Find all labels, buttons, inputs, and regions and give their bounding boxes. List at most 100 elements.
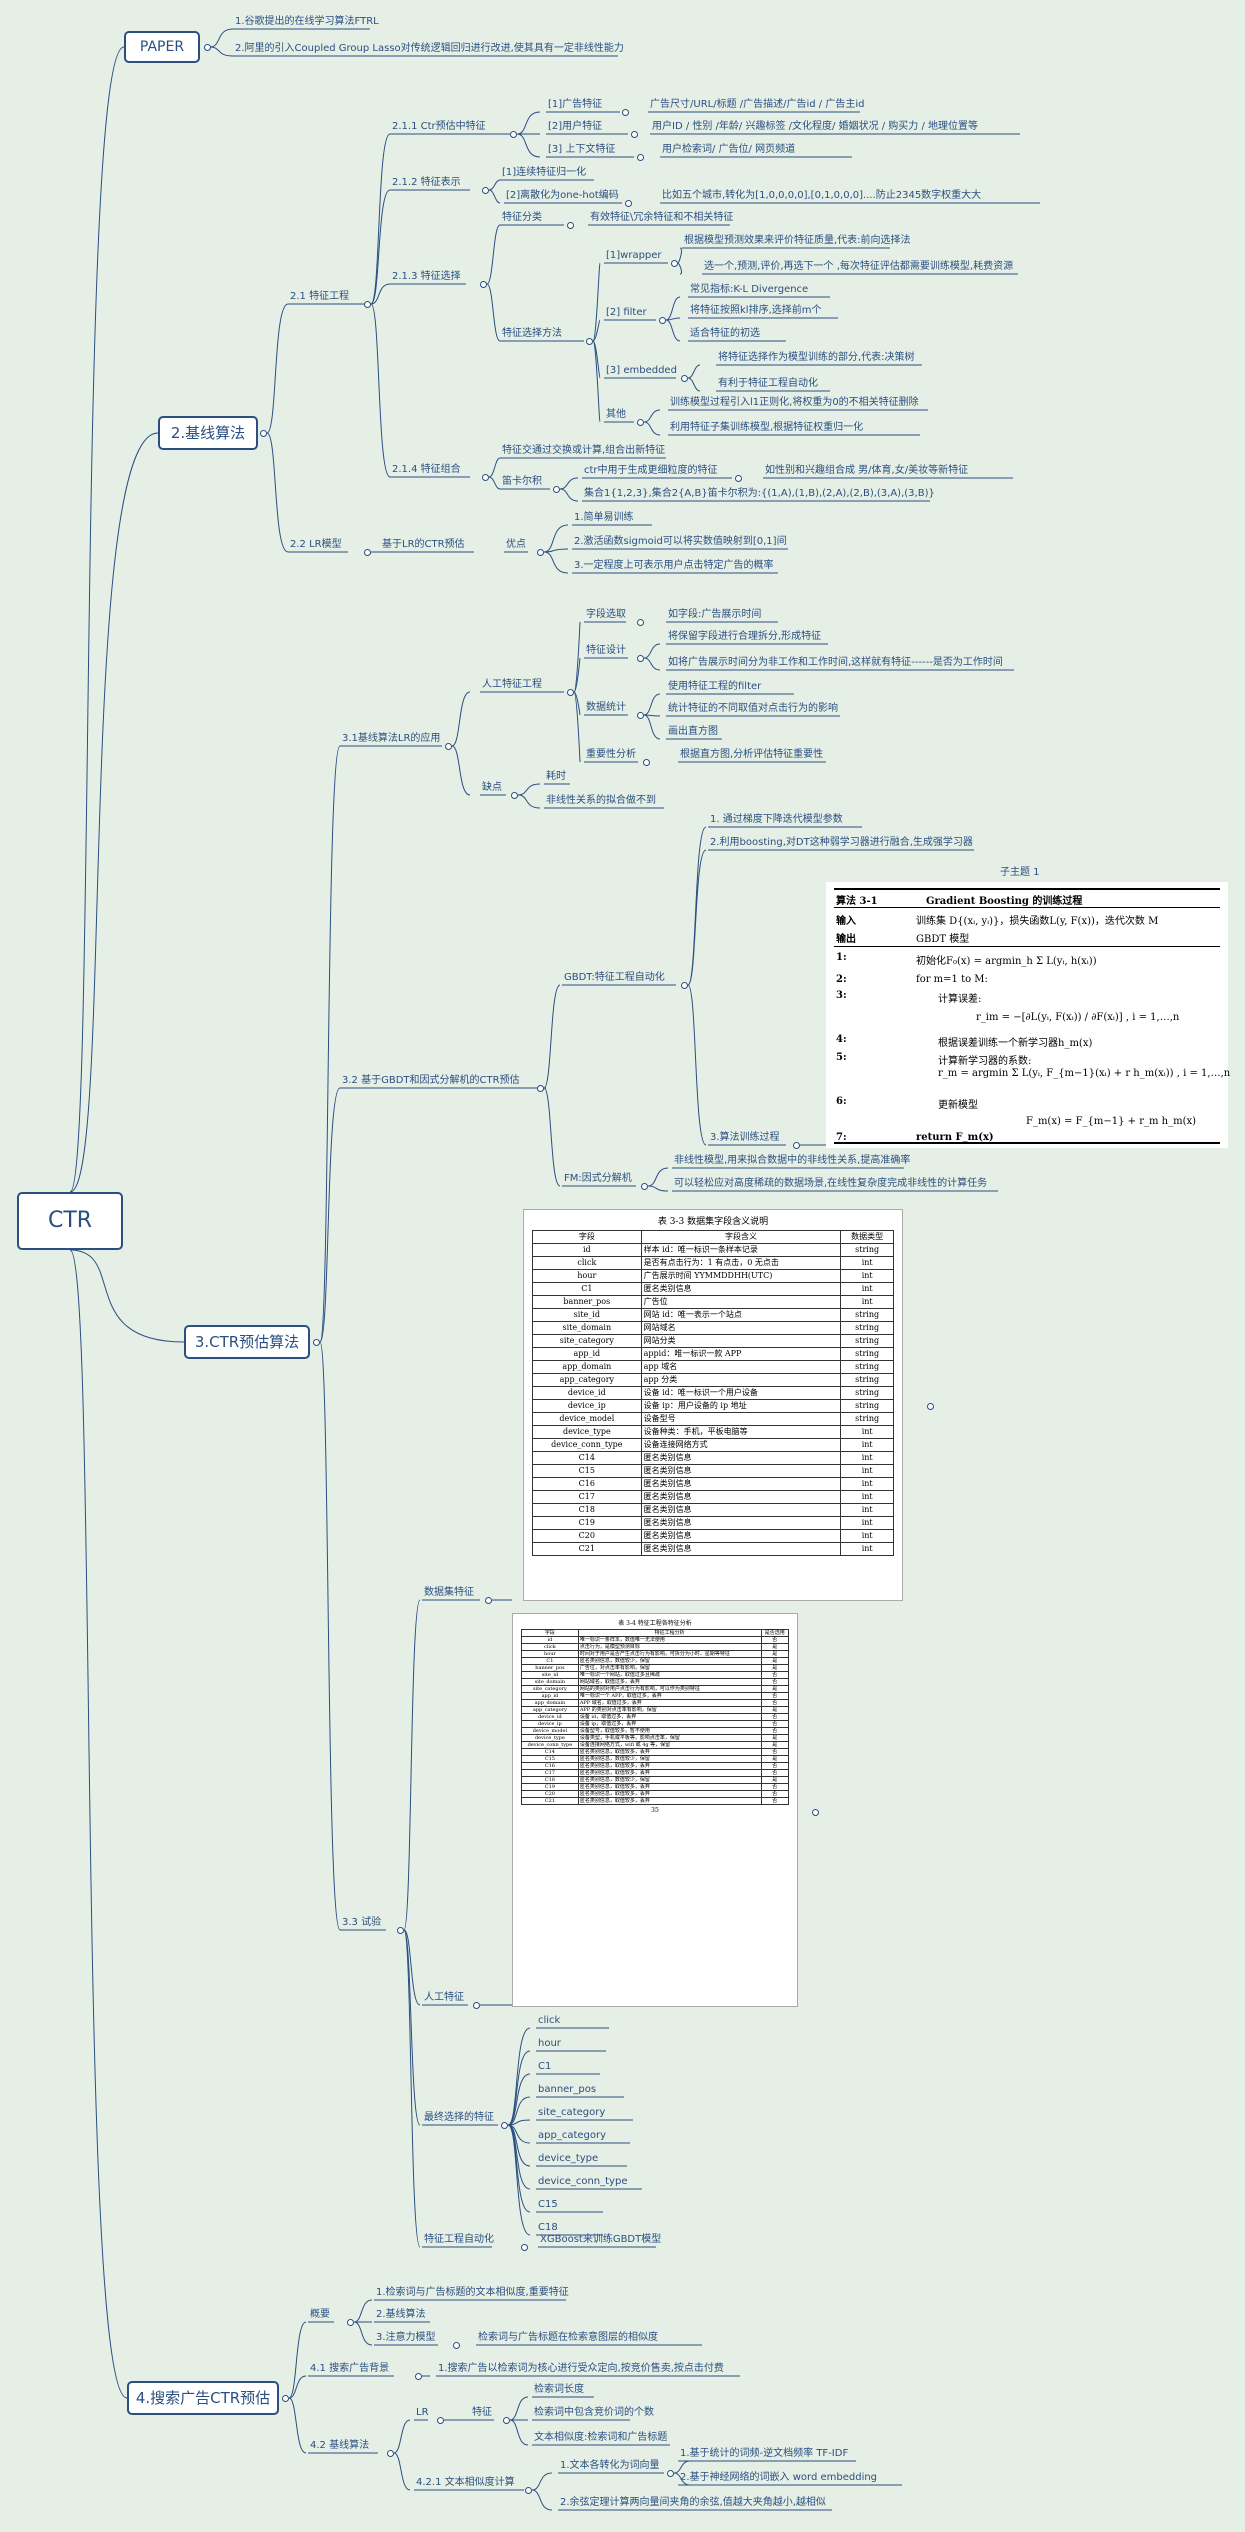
collapse-toggle[interactable] [566,688,574,696]
attention-detail[interactable]: 检索词与广告标题在检索意图层的相似度 [478,2332,658,2343]
collapse-toggle[interactable] [680,981,688,989]
collapse-toggle[interactable] [510,791,518,799]
final-feature-device_conn_type[interactable]: device_conn_type [538,2176,628,2187]
collapse-toggle[interactable] [658,316,666,324]
collapse-toggle[interactable] [621,108,629,116]
feature-context[interactable]: [3] 上下文特征 [548,144,616,155]
disadvantage-time[interactable]: 耗时 [546,771,566,782]
table-expand-toggle[interactable] [926,1402,934,1410]
overview-item-1[interactable]: 1.检索词与广告标题的文本相似度,重要特征 [376,2287,569,2298]
final-feature-C1[interactable]: C1 [538,2061,552,2072]
root-node[interactable]: CTR [17,1192,123,1250]
node-lr-model[interactable]: 2.2 LR模型 [290,539,342,550]
collapse-toggle[interactable] [680,374,688,382]
feature-classification-detail[interactable]: 有效特征\冗余特征和不相关特征 [590,212,734,223]
other-detail-a[interactable]: 训练模型过程引入l1正则化,将权重为0的不相关特征删除 [670,397,919,408]
collapse-toggle[interactable] [363,548,371,556]
collapse-toggle[interactable] [624,199,632,207]
collapse-toggle[interactable] [636,418,644,426]
collapse-toggle[interactable] [363,300,371,308]
collapse-toggle[interactable] [536,1084,544,1092]
lr-advantage-1[interactable]: 1.简单易训练 [574,512,634,523]
embedded-detail-b[interactable]: 有利于特征工程自动化 [718,378,818,389]
final-feature-click[interactable]: click [538,2015,561,2026]
overview[interactable]: 概要 [310,2309,330,2320]
text-similarity[interactable]: 4.2.1 文本相似度计算 [416,2477,515,2488]
collapse-toggle[interactable] [444,742,452,750]
collapse-toggle[interactable] [636,711,644,719]
search-ad-background[interactable]: 4.1 搜索广告背景 [310,2363,390,2374]
cartesian-product[interactable]: 笛卡尔积 [502,476,542,487]
final-feature-hour[interactable]: hour [538,2038,561,2049]
lr-advantages[interactable]: 优点 [506,539,526,550]
collapse-toggle[interactable] [636,153,644,161]
feature-auto[interactable]: 特征工程自动化 [424,2234,494,2245]
filter-detail-a[interactable]: 常见指标:K-L Divergence [690,284,809,295]
manual-features[interactable]: 人工特征 [424,1992,464,2003]
collapse-toggle[interactable] [502,2416,510,2424]
lr-advantage-2[interactable]: 2.激活函数sigmoid可以将实数值映射到[0,1]间 [574,536,787,547]
data-statistics[interactable]: 数据统计 [586,702,626,713]
collapse-toggle[interactable] [259,429,267,437]
wrapper-detail-a[interactable]: 根据模型预测效果来评价特征质量,代表:前向选择法 [684,235,911,246]
filter-detail-b[interactable]: 将特征按照kl排序,选择前m个 [690,305,822,316]
gbdt-auto-feature[interactable]: GBDT:特征工程自动化 [564,972,665,983]
collapse-toggle[interactable] [436,2416,444,2424]
node-paper[interactable]: PAPER [124,31,200,63]
collapse-toggle[interactable] [452,2341,460,2349]
node-experiment[interactable]: 3.3 试验 [342,1917,382,1928]
collapse-toggle[interactable] [414,2372,422,2380]
feature-user[interactable]: [2]用户特征 [548,121,603,132]
collapse-toggle[interactable] [509,130,517,138]
table-expand-toggle[interactable] [811,1808,819,1816]
final-feature-C15[interactable]: C15 [538,2199,558,2210]
overview-item-3[interactable]: 3.注意力模型 [376,2332,436,2343]
word-embedding[interactable]: 2.基于神经网络的词嵌入 word embedding [680,2472,878,2483]
node-feature-engineering[interactable]: 2.1 特征工程 [290,291,350,302]
collapse-toggle[interactable] [734,474,742,482]
field-selection-detail[interactable]: 如字段:广告展示时间 [668,609,762,620]
tfidf[interactable]: 1.基于统计的词频-逆文档频率 TF-IDF [680,2448,849,2459]
collapse-toggle[interactable] [281,2394,289,2402]
fm-detail-a[interactable]: 非线性模型,用来拟合数据中的非线性关系,提高准确率 [674,1155,911,1166]
paper-item-ftrl[interactable]: 1.谷歌提出的在线学习算法FTRL [235,16,379,27]
collapse-toggle[interactable] [666,2469,674,2477]
collapse-toggle[interactable] [481,186,489,194]
statistics-b[interactable]: 统计特征的不同取值对点击行为的影响 [668,703,838,714]
final-feature-app_category[interactable]: app_category [538,2130,607,2141]
collapse-toggle[interactable] [520,2243,528,2251]
final-feature-site_category[interactable]: site_category [538,2107,606,2118]
collapse-toggle[interactable] [670,259,678,267]
disadvantages[interactable]: 缺点 [482,782,502,793]
importance-detail[interactable]: 根据直方图,分析评估特征重要性 [680,749,824,760]
collapse-toggle[interactable] [396,1926,404,1934]
wrapper-detail-b[interactable]: 选一个,预测,评价,再选下一个 ,每次特征评估都需要训练模型,耗费资源 [704,261,1014,272]
collapse-toggle[interactable] [346,2318,354,2326]
node-ctr-features[interactable]: 2.1.1 Ctr预估中特征 [392,121,486,132]
cartesian-detail-b[interactable]: 集合1{1,2,3},集合2{A,B}笛卡尔积为:{(1,A),(1,B),(2… [584,488,935,499]
feature-design-a[interactable]: 将保留字段进行合理拆分,形成特征 [668,631,822,642]
disadvantage-nonlinear[interactable]: 非线性关系的拟合做不到 [546,795,656,806]
feature-classification[interactable]: 特征分类 [502,212,542,223]
collapse-toggle[interactable] [640,1182,648,1190]
method-other[interactable]: 其他 [606,409,626,420]
collapse-toggle[interactable] [552,485,560,493]
fm-detail-b[interactable]: 可以轻松应对高度稀疏的数据场景,在线性复杂度完成非线性的计算任务 [674,1178,988,1189]
feature-combination-detail[interactable]: 特征交通过交换或计算,组合出新特征 [502,445,666,456]
cartesian-detail-a-example[interactable]: 如性别和兴趣组合成 男/体育,女/美妆等新特征 [765,465,969,476]
gbdt-step-1[interactable]: 1. 通过梯度下降迭代模型参数 [710,814,843,825]
collapse-toggle[interactable] [585,337,593,345]
node-baseline-algorithm[interactable]: 2.基线算法 [158,416,258,450]
cosine-similarity[interactable]: 2.余弦定理计算两向量间夹角的余弦,值越大夹角越小,越相似 [560,2497,826,2508]
statistics-c[interactable]: 画出直方图 [668,726,718,737]
collapse-toggle[interactable] [203,43,211,51]
repr-continuous[interactable]: [1]连续特征归一化 [502,167,587,178]
final-feature-C18[interactable]: C18 [538,2222,558,2233]
feature-node[interactable]: 特征 [472,2407,492,2418]
dataset-features[interactable]: 数据集特征 [424,1587,474,1598]
collapse-toggle[interactable] [481,473,489,481]
node-ctr-prediction-algorithm[interactable]: 3.CTR预估算法 [184,1325,310,1359]
statistics-a[interactable]: 使用特征工程的filter [668,681,762,692]
final-feature-banner_pos[interactable]: banner_pos [538,2084,597,2095]
word-vector[interactable]: 1.文本各转化为词向量 [560,2460,660,2471]
